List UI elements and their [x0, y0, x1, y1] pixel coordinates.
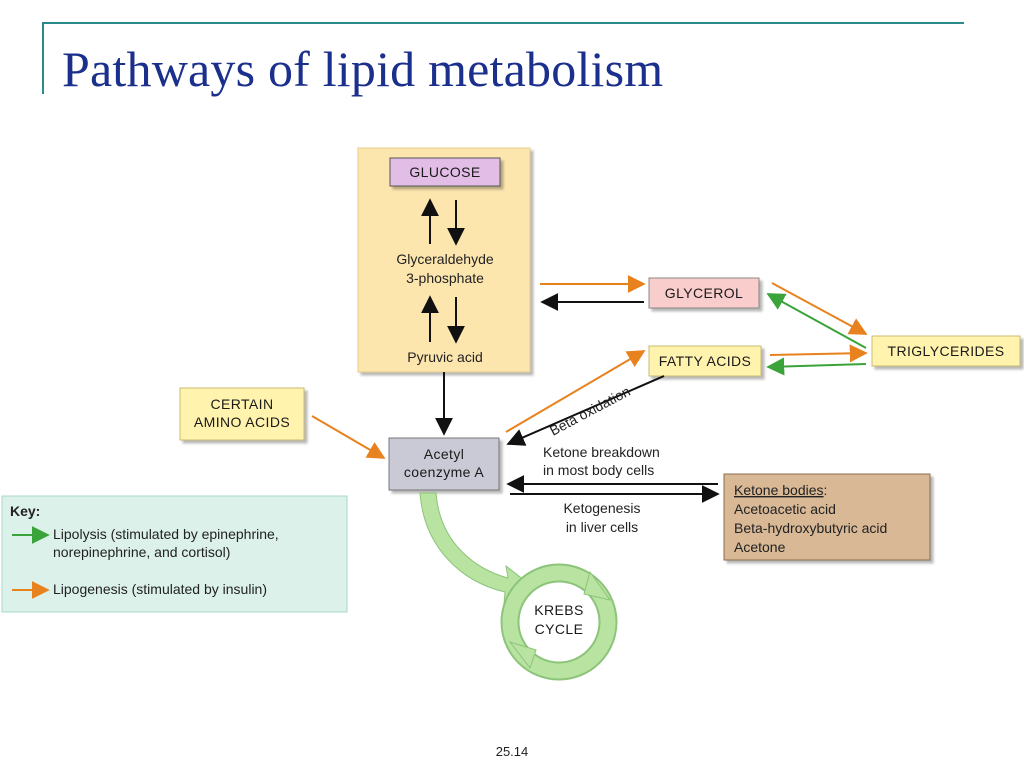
fatty-acids-label: FATTY ACIDS	[659, 353, 752, 369]
ketogenesis-label-line1: Ketogenesis	[563, 500, 640, 516]
triglycerides-label: TRIGLYCERIDES	[888, 343, 1005, 359]
beta-oxidation-label: Beta oxidation	[547, 383, 633, 439]
ketogenesis-label-line2: in liver cells	[566, 519, 638, 535]
key-lipogenesis-label: Lipogenesis (stimulated by insulin)	[53, 581, 267, 597]
glycerol-label: GLYCEROL	[665, 285, 743, 301]
ketone-body-item: Acetoacetic acid	[734, 501, 836, 517]
key-panel: Key: Lipolysis (stimulated by epinephrin…	[1, 495, 348, 613]
glucose-label: GLUCOSE	[409, 164, 480, 180]
glycerol-node: GLYCEROL	[648, 277, 760, 309]
ketone-bodies-heading-row: Ketone bodies:	[734, 482, 827, 498]
title-rule-top	[42, 22, 964, 24]
amino-acids-node: CERTAIN AMINO ACIDS	[179, 387, 305, 441]
ketone-breakdown-label-line2: in most body cells	[543, 462, 654, 478]
ketone-bodies-heading-colon: :	[824, 482, 828, 498]
arrow-acetyl-to-fatty-acids	[505, 350, 646, 433]
arrow-triglycerides-to-fatty-acids	[766, 357, 867, 376]
krebs-arrowhead-bottom	[508, 641, 537, 670]
acetyl-coa-node: Acetyl coenzyme A	[388, 437, 500, 491]
key-lipolysis-line1: Lipolysis (stimulated by epinephrine,	[53, 526, 279, 542]
arrow-fatty-acids-to-triglycerides	[769, 344, 868, 363]
arrow-triglycerides-to-glycerol	[766, 293, 867, 349]
ketone-bodies-heading: Ketone bodies	[734, 482, 824, 498]
acetyl-coa-label-line2: coenzyme A	[404, 464, 485, 480]
pyruvic-acid-label: Pyruvic acid	[407, 349, 482, 365]
ketone-breakdown-label-line1: Ketone breakdown	[543, 444, 660, 460]
krebs-arrowhead-right	[583, 570, 612, 601]
ketone-body-item: Beta-hydroxybutyric acid	[734, 520, 887, 536]
arrow-amino-acids-to-acetyl	[311, 415, 386, 459]
triglycerides-node: TRIGLYCERIDES	[871, 335, 1021, 367]
ketone-bodies-node: Ketone bodies: Acetoacetic acid Beta-hyd…	[723, 473, 931, 561]
amino-acids-label-line1: CERTAIN	[211, 396, 274, 412]
ketone-body-item: Acetone	[734, 539, 786, 555]
fatty-acids-node: FATTY ACIDS	[648, 345, 762, 377]
glucose-node: GLUCOSE	[389, 157, 501, 187]
key-title: Key:	[10, 503, 40, 519]
arrow-fatty-acids-beta-oxidation	[506, 375, 665, 446]
page-number: 25.14	[495, 744, 529, 759]
arrow-glycerol-to-triglycerides	[771, 282, 868, 335]
key-lipolysis-line2: norepinephrine, and cortisol)	[53, 544, 230, 560]
krebs-label-line2: CYCLE	[535, 621, 584, 637]
g3p-label-line2: 3-phosphate	[406, 270, 484, 286]
krebs-cycle-node: KREBS CYCLE	[500, 563, 618, 681]
title-rule-left	[42, 22, 44, 94]
slide-title: Pathways of lipid metabolism	[62, 41, 664, 97]
amino-acids-label-line2: AMINO ACIDS	[194, 414, 290, 430]
acetyl-coa-label-line1: Acetyl	[424, 446, 465, 462]
krebs-label-line1: KREBS	[534, 602, 583, 618]
g3p-label-line1: Glyceraldehyde	[396, 251, 493, 267]
